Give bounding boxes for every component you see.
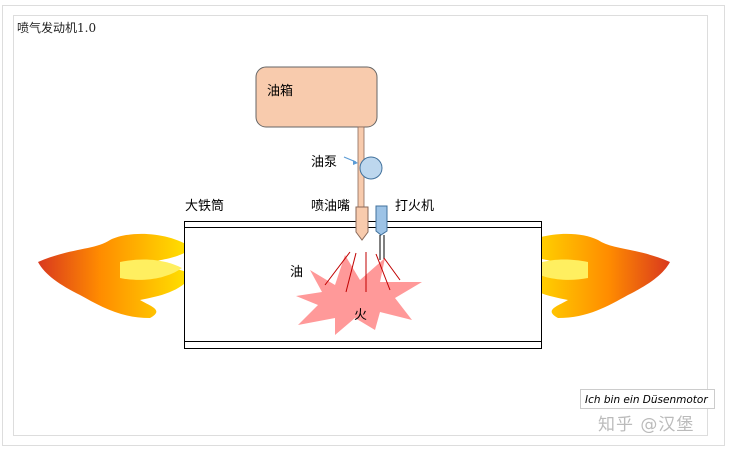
label-oil: 油 bbox=[290, 265, 304, 280]
arrow-head-icon bbox=[353, 160, 358, 165]
label-tube: 大铁筒 bbox=[185, 199, 225, 214]
igniter-wire bbox=[379, 235, 385, 260]
fuel-tank bbox=[255, 66, 378, 128]
flame-left-icon bbox=[38, 233, 193, 318]
inner-frame bbox=[13, 15, 708, 436]
igniter bbox=[375, 205, 388, 236]
outer-frame bbox=[2, 5, 725, 446]
pump-icon bbox=[359, 156, 383, 180]
label-pump: 油泵 bbox=[311, 155, 338, 170]
label-nozzle: 喷油嘴 bbox=[311, 199, 351, 214]
page-title: 喷气发动机1.0 bbox=[17, 21, 97, 35]
fire-burst-icon bbox=[296, 255, 422, 335]
oil-spray bbox=[324, 251, 401, 293]
label-fire: 火 bbox=[354, 308, 368, 323]
label-igniter: 打火机 bbox=[395, 199, 435, 214]
label-tank: 油箱 bbox=[267, 84, 294, 99]
nozzle bbox=[355, 206, 369, 241]
caption-box: Ich bin ein Düsenmotor bbox=[580, 389, 715, 409]
watermark: 知乎 @汉堡 bbox=[598, 415, 695, 435]
